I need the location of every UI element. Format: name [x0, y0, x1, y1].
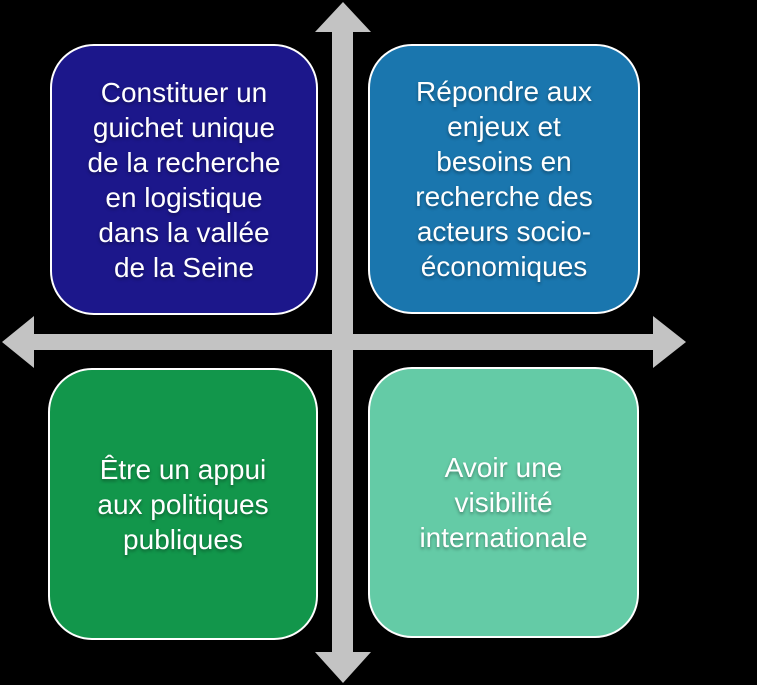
quadrant-top-left-label: Constituer un guichet unique de la reche…: [87, 76, 281, 283]
quadrant-bottom-left: Être un appui aux politiques publiques: [48, 368, 318, 640]
quadrant-top-right: Répondre aux enjeux et besoins en recher…: [368, 44, 640, 314]
quadrant-top-right-label: Répondre aux enjeux et besoins en recher…: [415, 76, 593, 282]
quadrant-bottom-left-label: Être un appui aux politiques publiques: [97, 453, 269, 555]
quadrant-top-left: Constituer un guichet unique de la reche…: [50, 44, 318, 315]
quadrant-bottom-right-label: Avoir une visibilité internationale: [419, 452, 588, 553]
vertical-axis-shaft: [332, 30, 353, 652]
down-arrowhead: [315, 652, 371, 683]
horizontal-axis-shaft: [32, 334, 653, 350]
right-arrowhead: [653, 316, 686, 368]
quadrant-bottom-right: Avoir une visibilité internationale: [368, 367, 639, 638]
up-arrowhead: [315, 2, 371, 32]
left-arrowhead: [2, 316, 34, 368]
